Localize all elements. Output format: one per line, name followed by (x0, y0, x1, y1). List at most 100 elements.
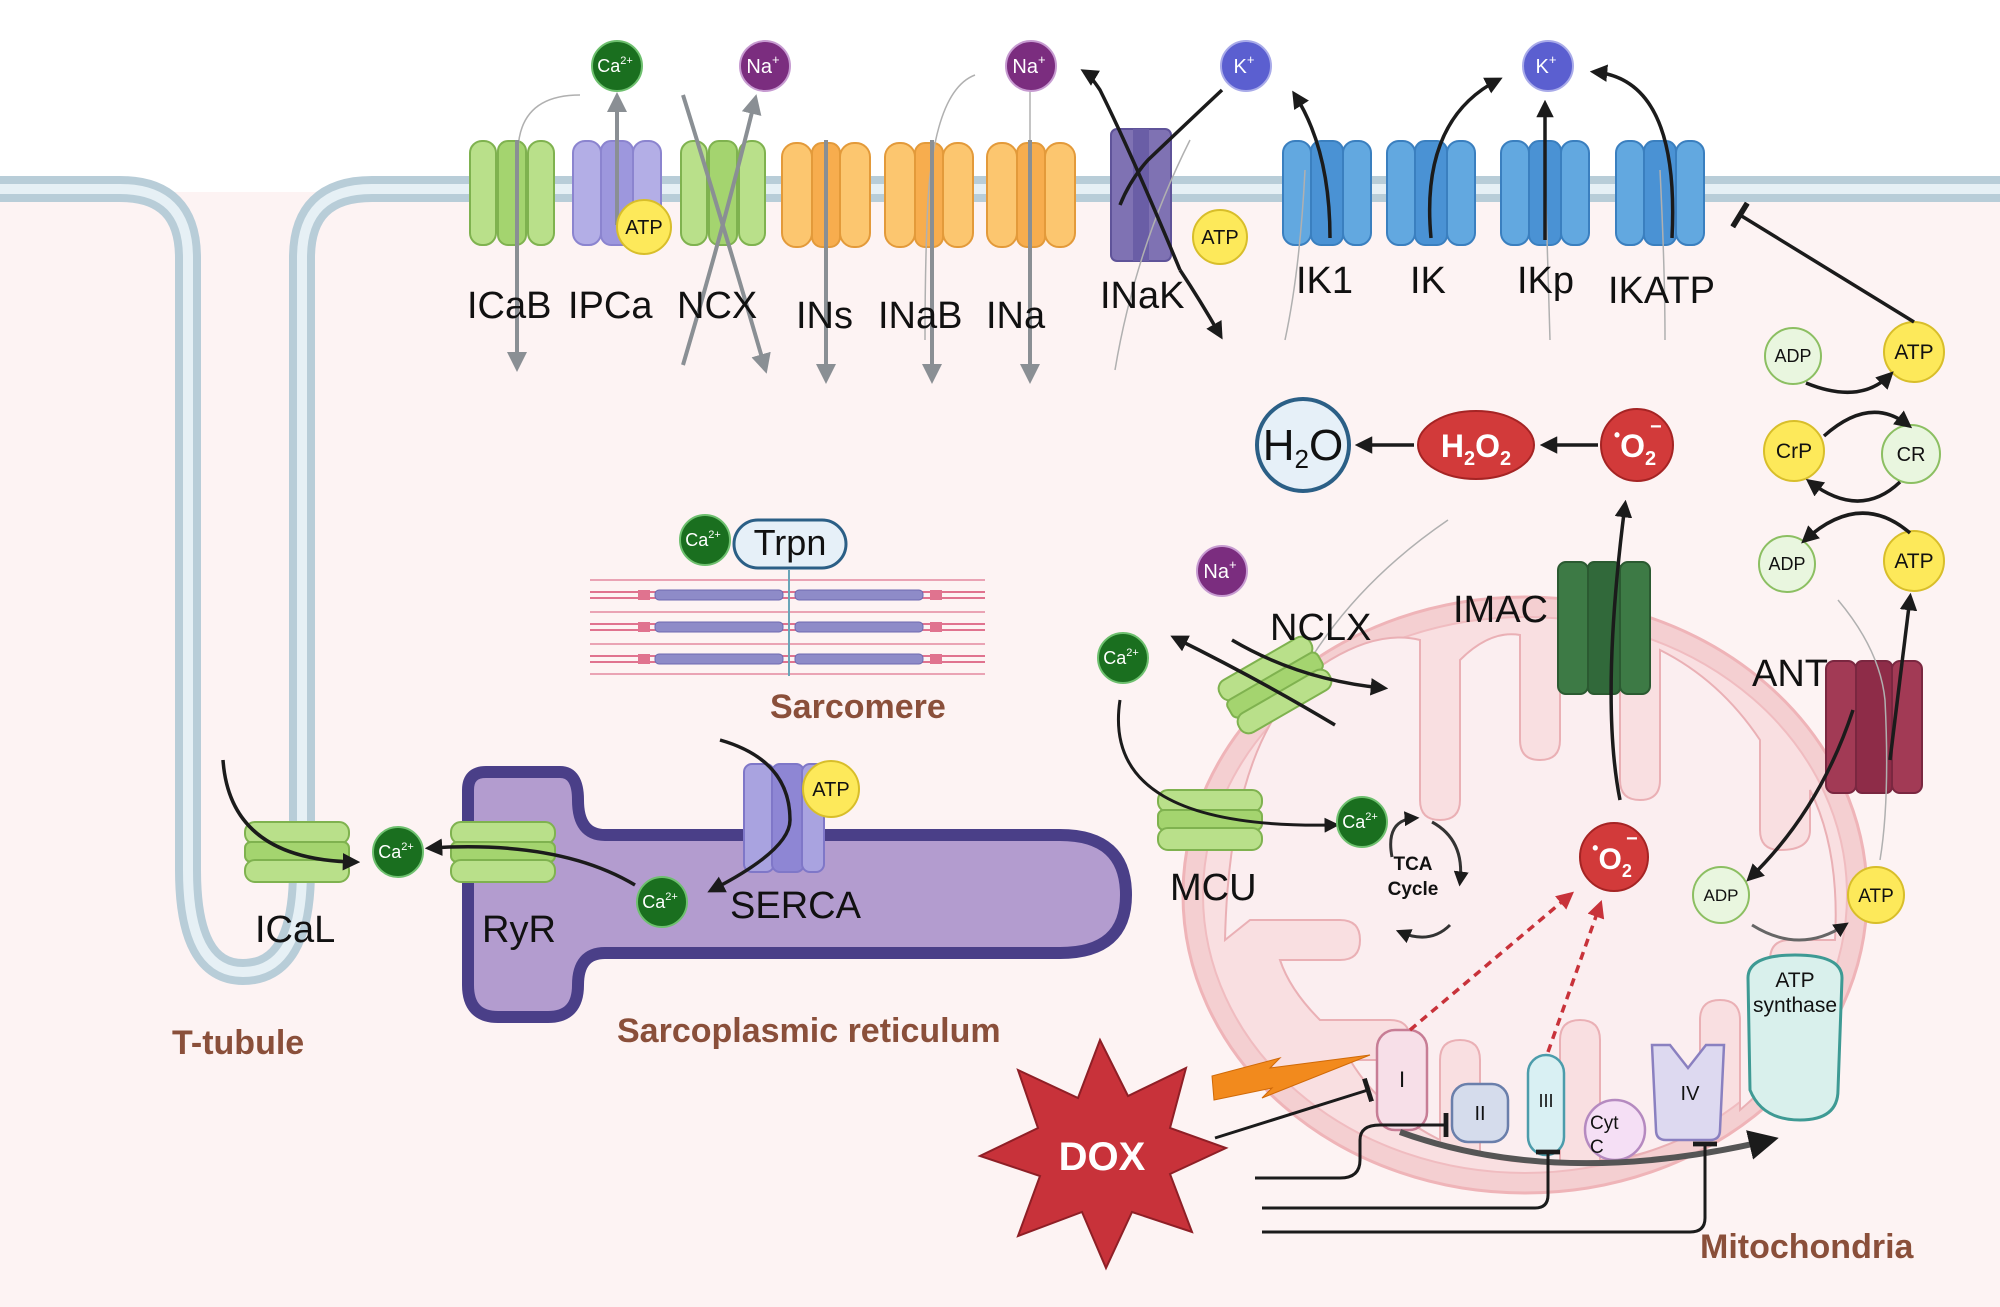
svg-text:ATP: ATP (1894, 341, 1933, 364)
mcu-arrow (1117, 699, 1340, 833)
atp-synthase-line1: ATP (1775, 969, 1814, 992)
svg-text:•O2: •O2 (1592, 838, 1632, 881)
svg-text:ATP: ATP (1201, 227, 1238, 249)
serca-arrow (707, 738, 792, 893)
svg-text:DOX: DOX (1059, 1135, 1146, 1179)
inward-current-arrows (507, 92, 1040, 384)
svg-text:I: I (1399, 1067, 1405, 1092)
imac-label: IMAC (1453, 589, 1548, 631)
atp-badge: ATP (802, 760, 860, 818)
complex-i: I (1375, 1028, 1429, 1132)
crp-badge: CrP (1763, 420, 1825, 482)
ryr-label: RyR (482, 909, 556, 951)
atp-synthase-line2: synthase (1753, 994, 1837, 1017)
svg-text:IV: IV (1681, 1083, 1701, 1105)
adp-badge: ADP (1764, 327, 1822, 385)
tca-line2: Cycle (1388, 879, 1439, 900)
t-tubule-label: T-tubule (172, 1024, 304, 1062)
icab-label: ICaB (467, 285, 551, 327)
h2o-node: H2O (1255, 397, 1351, 493)
atp-badge: ATP (1883, 530, 1945, 592)
complex-ii: II (1450, 1082, 1510, 1144)
ca-ion: Ca2+ (1097, 632, 1149, 684)
cyt-c: Cyt C (1583, 1098, 1647, 1162)
svg-text:H2O2: H2O2 (1441, 428, 1511, 470)
ik-label: IK (1410, 260, 1446, 302)
cicr-arrows (221, 759, 636, 887)
ca-ion: Ca2+ (591, 40, 643, 92)
ipca-label: IPCa (568, 285, 653, 327)
dox-inhibition-lines (1214, 1077, 1717, 1234)
atp-badge: ATP (616, 199, 672, 255)
complex-iv: IV (1650, 1043, 1726, 1142)
svg-text:Ca2+: Ca2+ (1342, 811, 1378, 832)
ca-ion: Ca2+ (1336, 796, 1388, 848)
ant-flux-curve (1837, 599, 1888, 861)
svg-text:Trpn: Trpn (754, 522, 827, 563)
ical-label: ICaL (255, 909, 335, 951)
svg-text:ADP: ADP (1774, 346, 1811, 366)
svg-text:ATP: ATP (812, 779, 849, 801)
sr-label: Sarcoplasmic reticulum (617, 1012, 1001, 1050)
ins-label: INs (796, 295, 853, 337)
na-ion: Na+ (1005, 40, 1057, 92)
cell-membrane (0, 176, 2000, 986)
svg-text:Na+: Na+ (1203, 557, 1236, 583)
svg-text:II: II (1474, 1103, 1485, 1125)
imac-channel (1557, 561, 1651, 695)
outward-current-arrows (1080, 64, 1675, 340)
ck-shuttle-arrows (1730, 201, 1915, 544)
svg-text:Na+: Na+ (1012, 52, 1045, 78)
ca-ion: Ca2+ (636, 876, 688, 928)
atp-synthase: ATP synthase (1746, 953, 1844, 1122)
svg-text:−: − (1650, 416, 1662, 438)
svg-text:Cyt: Cyt (1590, 1113, 1619, 1134)
phosphorylation-arrow (1751, 922, 1849, 942)
ca-ion: Ca2+ (372, 826, 424, 878)
svg-text:Ca2+: Ca2+ (1103, 647, 1139, 668)
k-ion: K+ (1522, 40, 1574, 92)
complex-iii: III (1526, 1053, 1566, 1157)
atp-badge: ATP (1192, 209, 1248, 265)
cr-badge: CR (1881, 424, 1941, 484)
mcu-label: MCU (1170, 867, 1257, 909)
nclx-arrows (1170, 635, 1389, 727)
svg-text:CrP: CrP (1776, 440, 1812, 463)
atp-badge: ATP (1883, 321, 1945, 383)
trpn-badge: Trpn (732, 518, 848, 570)
inab-label: INaB (878, 295, 962, 337)
svg-text:C: C (1590, 1137, 1604, 1158)
k-ion: K+ (1220, 40, 1272, 92)
ant-arrows (1746, 592, 1918, 882)
svg-text:•O2: •O2 (1614, 425, 1656, 470)
sarcomere-label: Sarcomere (770, 688, 946, 726)
na-ion: Na+ (1196, 545, 1248, 597)
superoxide-node: •O2 − (1600, 408, 1674, 482)
ik1-label: IK1 (1296, 260, 1353, 302)
svg-text:ATP: ATP (625, 217, 662, 239)
inak-label: INaK (1100, 275, 1184, 317)
svg-text:Na+: Na+ (746, 52, 779, 78)
svg-text:ATP: ATP (1858, 886, 1894, 907)
mitochondria-label: Mitochondria (1700, 1228, 1915, 1266)
sarcomere (590, 570, 985, 676)
tca-cycle: TCA Cycle (1388, 811, 1469, 944)
ncx-label: NCX (677, 285, 757, 327)
h2o2-node: H2O2 (1417, 410, 1535, 480)
sarcoplasmic-reticulum (462, 766, 1133, 1023)
ant-transporter (1825, 660, 1923, 794)
na-ion: Na+ (739, 40, 791, 92)
mitochondrion (1181, 595, 1869, 1195)
ical-channel (244, 821, 350, 883)
svg-text:H2O: H2O (1263, 421, 1343, 474)
svg-text:K+: K+ (1234, 52, 1255, 78)
ina-label: INa (986, 295, 1046, 337)
atp-badge: ATP (1847, 866, 1905, 924)
svg-text:Ca2+: Ca2+ (685, 529, 721, 550)
svg-text:III: III (1538, 1091, 1553, 1111)
svg-text:−: − (1626, 828, 1638, 850)
ikatp-channel (1615, 140, 1705, 246)
serca-label: SERCA (730, 885, 862, 927)
svg-text:Ca2+: Ca2+ (597, 55, 633, 76)
adp-badge: ADP (1692, 866, 1750, 924)
